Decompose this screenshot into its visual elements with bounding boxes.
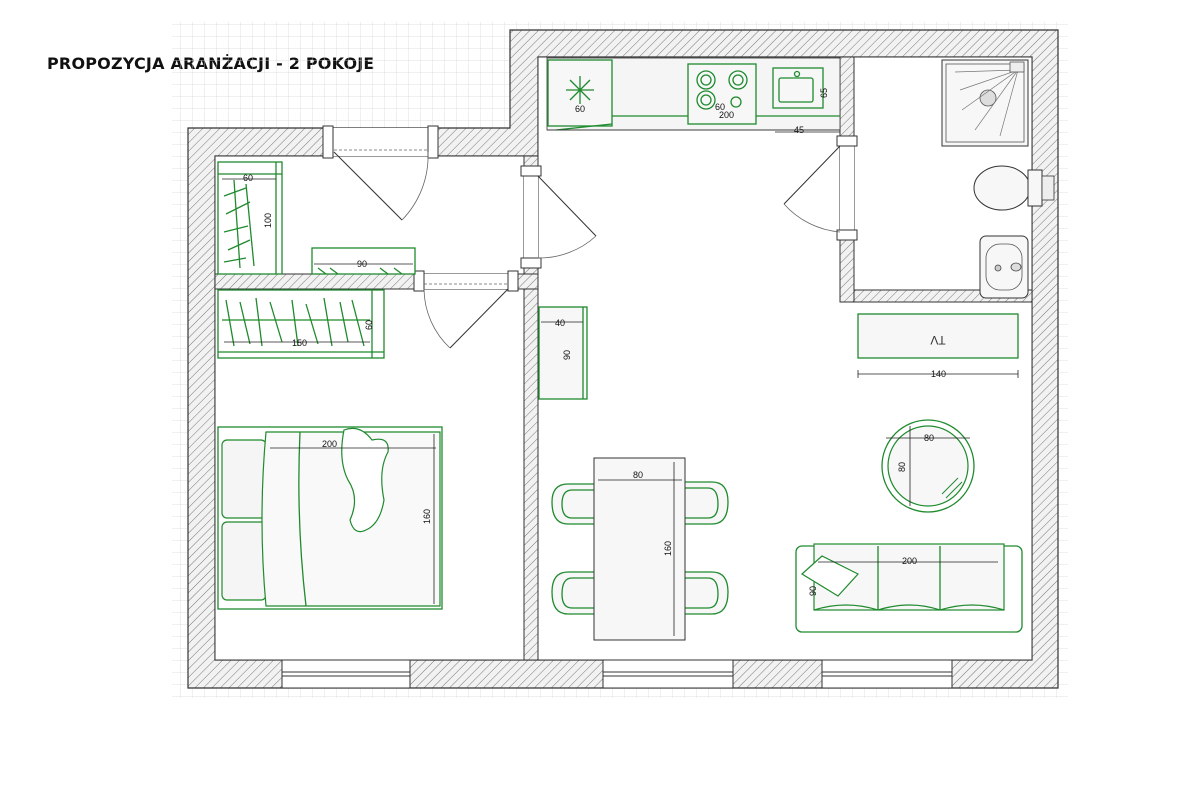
wardrobe-width-label: 60 — [243, 173, 253, 183]
snowflake-icon — [566, 76, 594, 104]
toilet — [973, 165, 1031, 211]
table-length-label: 160 — [663, 541, 673, 556]
pillow-bottom — [221, 521, 267, 601]
hall-door-leaf — [333, 151, 403, 221]
closet-width-label: 150 — [292, 338, 307, 348]
bathroom — [941, 59, 1055, 299]
dining-chairs — [551, 481, 729, 615]
closet-depth-label: 60 — [364, 320, 374, 330]
cooktop-burners — [696, 70, 748, 110]
cabinet-width-label: 40 — [555, 318, 565, 328]
shoe-cabinet-label: 90 — [357, 259, 367, 269]
kitchen: 60 60 200 65 45 — [546, 57, 841, 135]
tv-width-label: 140 — [931, 369, 946, 379]
bedroom-furniture: 150 60 200 160 — [217, 289, 443, 610]
blanket-fold — [341, 427, 389, 533]
table-width-label: 80 — [633, 470, 643, 480]
sofa-length-label: 200 — [902, 556, 917, 566]
wardrobe-length-label: 100 — [263, 213, 273, 228]
dining-table — [593, 457, 686, 641]
bathroom-door-leaf — [783, 145, 841, 205]
cabinet-length-label: 90 — [562, 350, 572, 360]
windows — [281, 659, 953, 689]
pillow-top — [221, 439, 267, 519]
bedroom-door-leaf — [449, 288, 509, 349]
kitchen-counter-length-label: 200 — [719, 110, 734, 120]
washbasin — [979, 235, 1029, 299]
cushion — [801, 555, 859, 597]
cooktop-width-label: 60 — [715, 102, 725, 112]
sink-width-label: 65 — [819, 88, 829, 98]
fridge-width-label: 60 — [575, 104, 585, 114]
hall-furniture: 60 100 90 — [217, 161, 416, 275]
tv-label: TV — [930, 333, 945, 347]
bed-length-label: 200 — [322, 439, 337, 449]
round-table-width-label: 80 — [924, 433, 934, 443]
kitchen-door-leaf — [537, 175, 597, 237]
bed-width-label: 160 — [422, 509, 432, 524]
round-table-height-label: 80 — [897, 462, 907, 472]
tv-stand — [857, 313, 1019, 359]
doors — [322, 125, 858, 349]
sofa-depth-label: 90 — [808, 586, 818, 596]
sink — [772, 67, 824, 109]
wardrobe — [217, 161, 283, 275]
shoe-cabinet — [311, 247, 416, 275]
living-furniture: 40 90 80 160 TV 140 80 80 — [538, 306, 1023, 641]
